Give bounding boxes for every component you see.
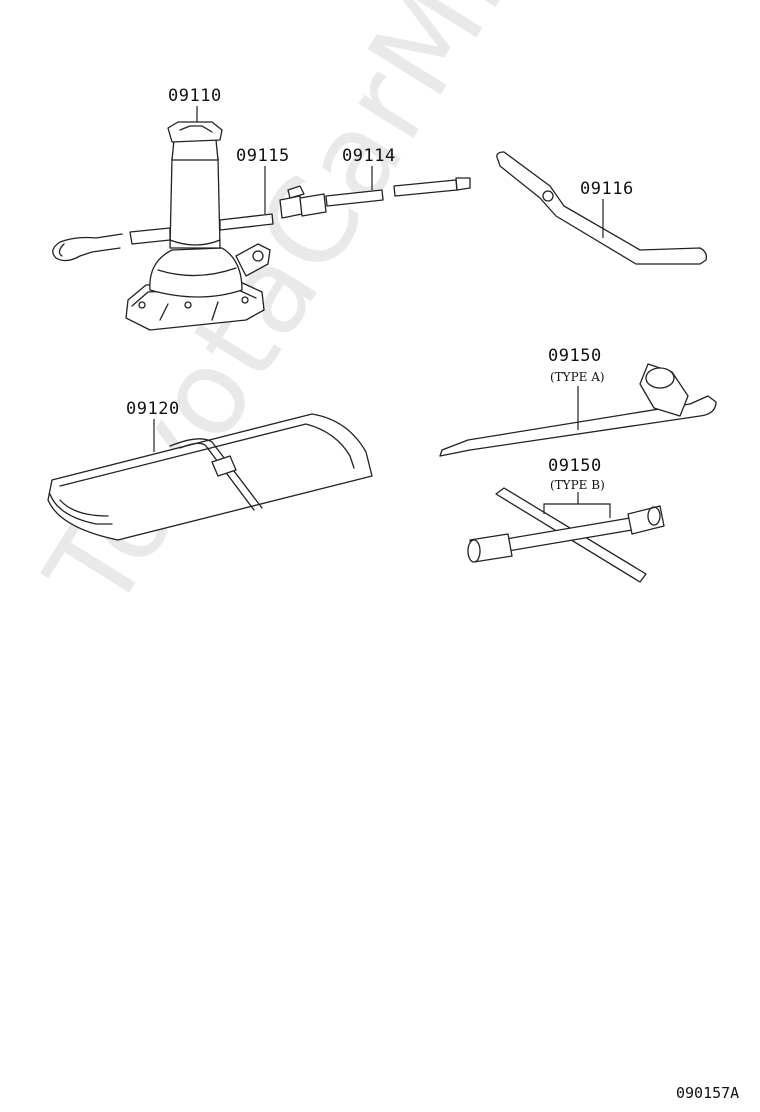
label-wrench-a-type: (TYPE A) bbox=[550, 370, 605, 384]
label-wrench-b-type: (TYPE B) bbox=[550, 478, 605, 492]
label-wrench-b: 09150 bbox=[548, 456, 602, 476]
crank-drawing bbox=[496, 151, 708, 265]
jack-drawing bbox=[52, 121, 274, 331]
leader-lines bbox=[153, 106, 611, 518]
diagram-code: 090157A bbox=[676, 1084, 740, 1102]
label-tool-bag: 09120 bbox=[126, 399, 180, 419]
wrench-type-b-drawing bbox=[467, 487, 665, 583]
label-jack: 09110 bbox=[168, 86, 222, 106]
label-extension-rod: 09114 bbox=[342, 146, 396, 166]
label-handle-rod: 09115 bbox=[236, 146, 290, 166]
label-crank: 09116 bbox=[580, 179, 634, 199]
tool-bag-drawing bbox=[47, 413, 373, 541]
label-wrench-a: 09150 bbox=[548, 346, 602, 366]
extension-rod-drawing bbox=[279, 177, 471, 219]
